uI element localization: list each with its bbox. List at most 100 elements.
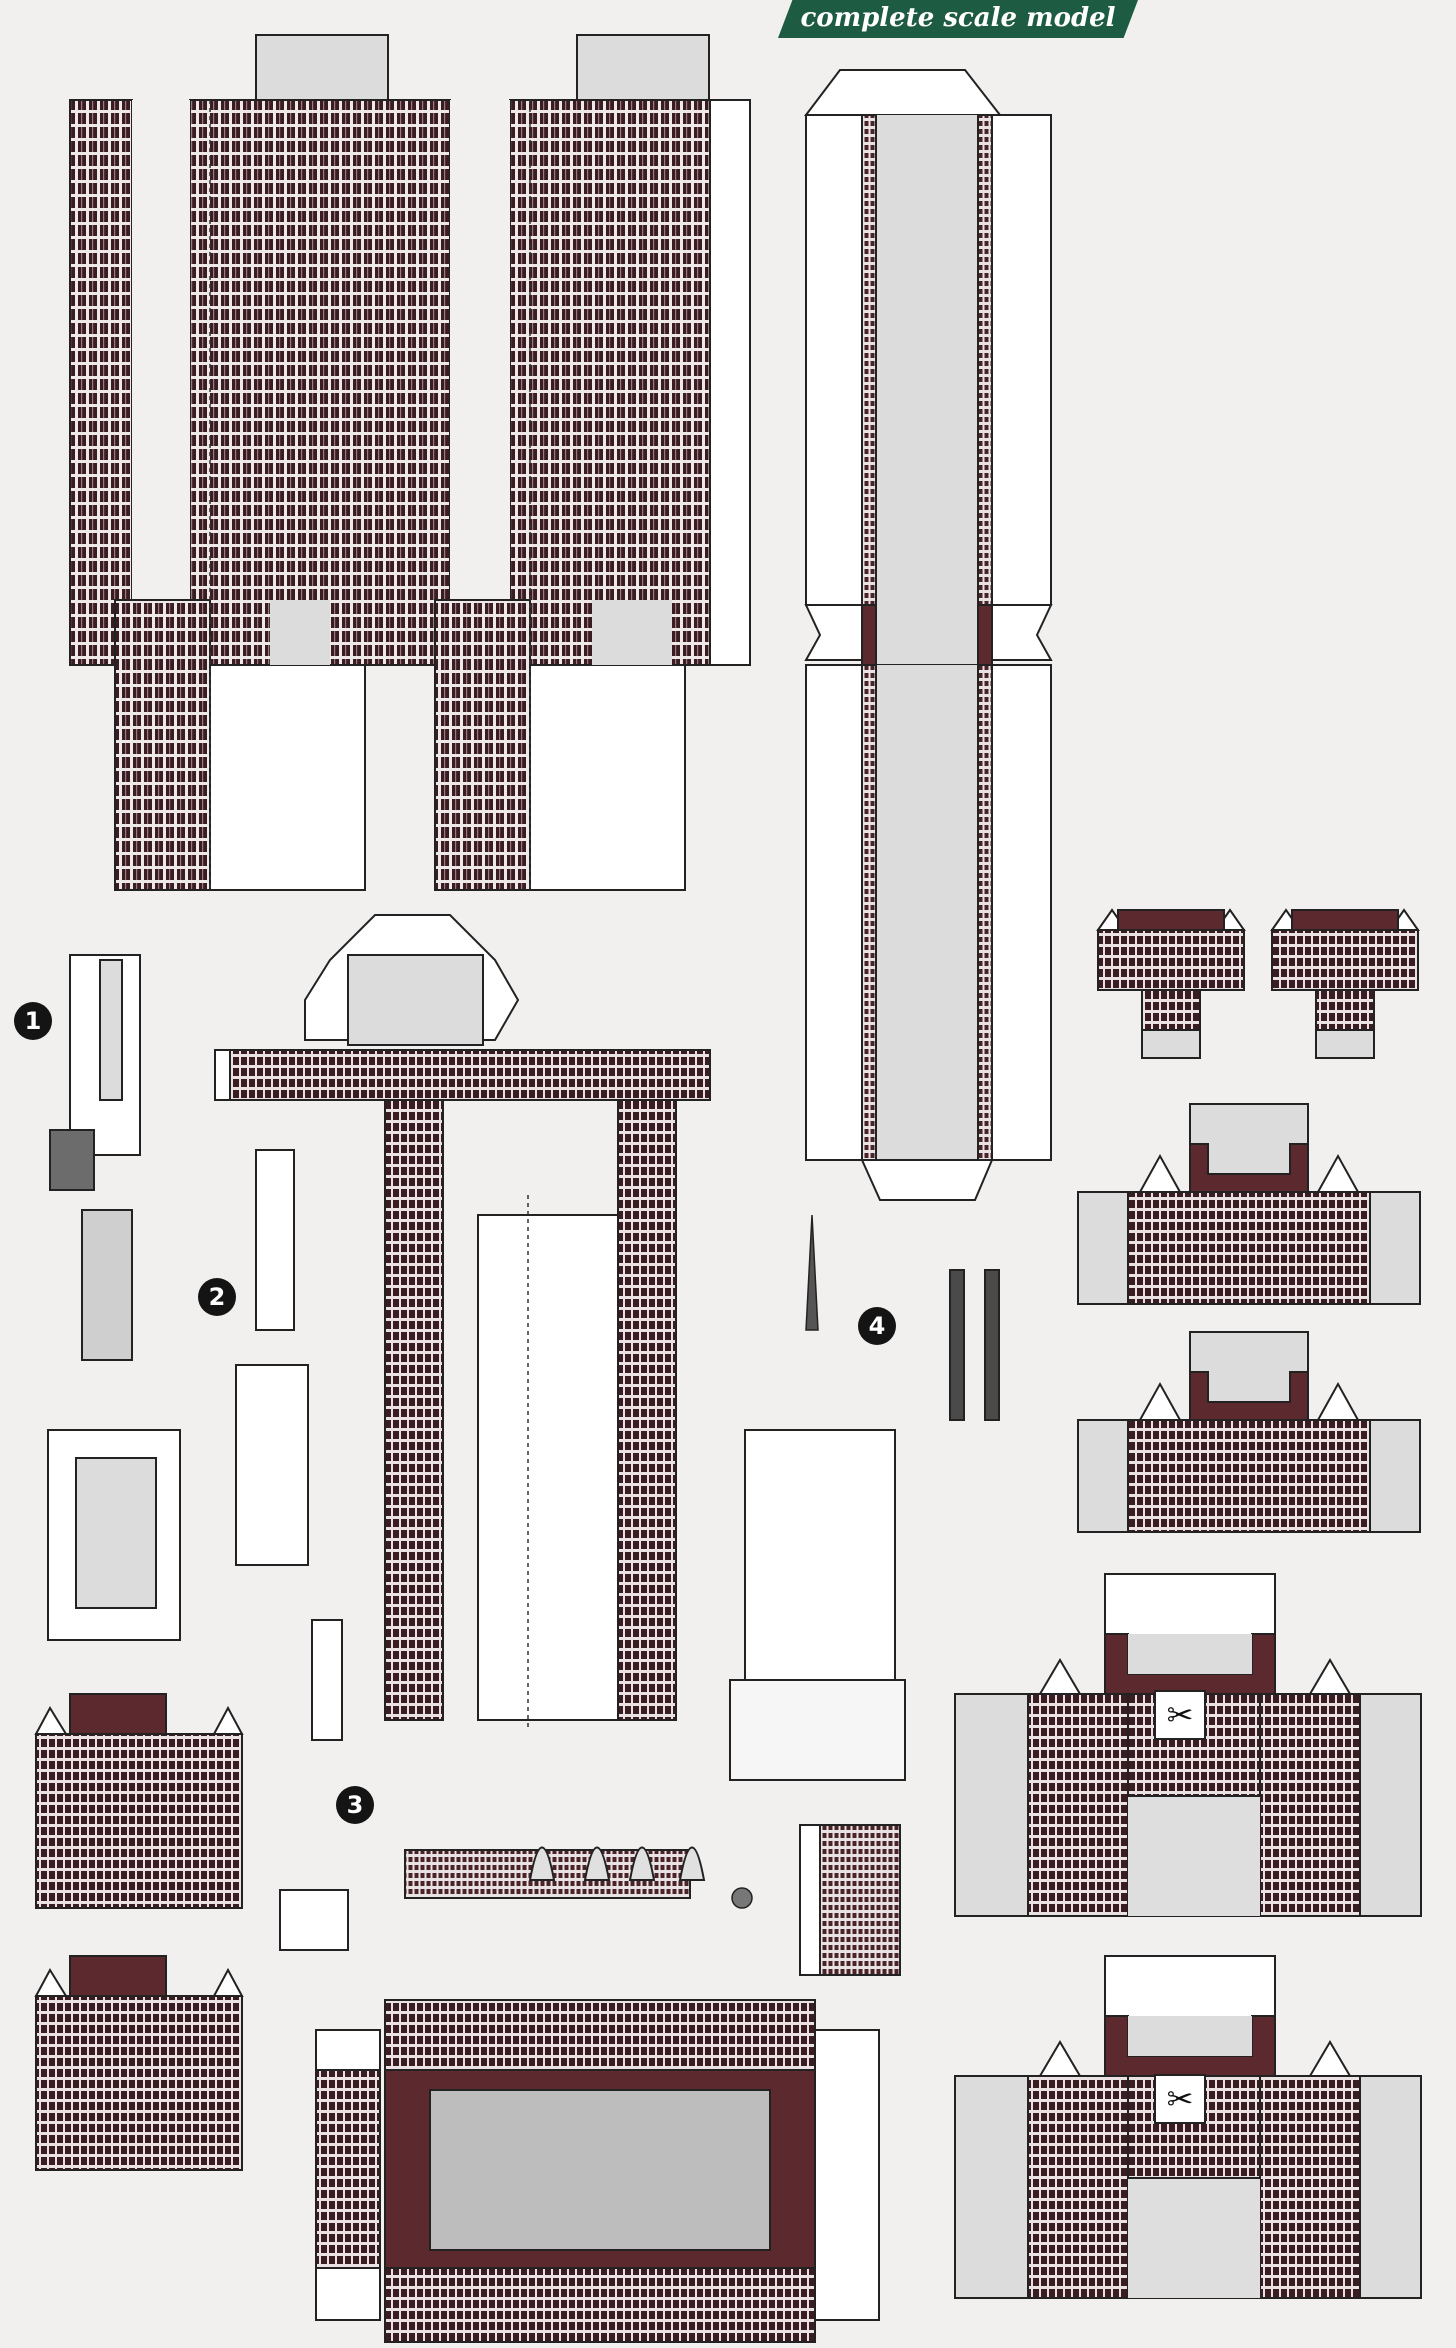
spire-edge-strip — [861, 664, 877, 1161]
small-facade — [35, 1733, 243, 1909]
spire-edge-strip — [977, 114, 993, 606]
scissors-icon: ✂ — [1154, 1690, 1206, 1740]
title-banner: complete scale model — [778, 0, 1138, 38]
large-block-center — [1128, 1796, 1260, 1916]
cutout-gap — [132, 100, 190, 600]
tower-front-panel — [509, 99, 711, 666]
large-block-facade — [1027, 2075, 1129, 2299]
frame-window — [75, 1457, 157, 1609]
right-leg-facade — [617, 1099, 677, 1721]
assembly-4-tower — [744, 1429, 896, 1691]
corner-flap — [1038, 2040, 1082, 2077]
corner-flap — [1316, 1381, 1360, 1421]
step-badge-2: 2 — [198, 1278, 236, 1316]
assembly-1-part — [49, 1129, 95, 1191]
wing-roof — [1117, 909, 1225, 933]
crown-piece — [628, 1846, 656, 1881]
notch-tab — [804, 604, 863, 661]
small-roof — [69, 1955, 167, 1997]
small-facade — [35, 1995, 243, 2171]
base-panel — [529, 664, 686, 891]
corner-flap — [212, 1967, 244, 1997]
step-badge-4: 4 — [858, 1307, 896, 1345]
crown-piece — [528, 1846, 556, 1881]
corner-flap — [1308, 2040, 1352, 2077]
spire-core-upper — [862, 115, 992, 605]
large-block-roof — [1128, 2016, 1252, 2056]
corner-flap — [1038, 1658, 1082, 1695]
wing-facade — [1271, 929, 1419, 991]
assembly-4-spire — [805, 1214, 819, 1331]
block-facade — [1127, 1191, 1371, 1305]
end-flap — [214, 1049, 231, 1101]
bottom-flap — [860, 1159, 994, 1201]
corner-flap — [1138, 1153, 1182, 1193]
crossbar-facade — [229, 1049, 711, 1101]
assembly-4-base — [729, 1679, 906, 1781]
base-back-facade — [384, 2267, 816, 2343]
antenna-piece — [984, 1269, 1000, 1421]
block-facade — [1127, 1419, 1371, 1533]
wing-base — [1315, 1029, 1375, 1059]
cutout-gap — [450, 100, 510, 600]
crown-piece — [678, 1846, 706, 1881]
joint-band — [861, 604, 877, 666]
roof-cap — [255, 34, 389, 101]
large-block-facade — [1259, 2075, 1361, 2299]
wing-facade — [1097, 929, 1245, 991]
base-roof-core — [429, 2089, 771, 2251]
large-block-facade — [1259, 1693, 1361, 1917]
round-piece — [731, 1887, 753, 1909]
large-block-center — [1128, 2178, 1260, 2298]
assembly-2-piece — [255, 1149, 295, 1331]
roof-cap — [576, 34, 710, 101]
notch-tab — [991, 604, 1053, 661]
block-frame — [1189, 1143, 1309, 1193]
block-frame — [1189, 1371, 1309, 1421]
wing-roof — [1291, 909, 1399, 933]
base-side-flap — [814, 2029, 880, 2321]
small-roof — [69, 1693, 167, 1735]
joint-band — [977, 604, 993, 666]
corner-flap — [1138, 1381, 1182, 1421]
assembly-1-part — [81, 1209, 133, 1361]
corner-flap — [212, 1705, 244, 1735]
antenna-piece — [949, 1269, 965, 1421]
tile-piece-facade — [819, 1824, 901, 1976]
step-badge-1: 1 — [14, 1002, 52, 1040]
base-panel — [209, 664, 366, 891]
crown-piece — [583, 1846, 611, 1881]
base-end-facade — [315, 2069, 381, 2269]
corner-flap — [1316, 1153, 1360, 1193]
step-badge-3: 3 — [336, 1786, 374, 1824]
tower-side-strip — [69, 99, 133, 666]
corner-flap — [34, 1705, 68, 1735]
scissors-icon: ✂ — [1154, 2074, 1206, 2124]
cap-core — [347, 954, 484, 1046]
spire-edge-strip — [861, 114, 877, 606]
roof-panel — [270, 600, 330, 665]
spire-joint — [862, 605, 992, 665]
wing-base — [1141, 1029, 1201, 1059]
corner-flap — [34, 1967, 68, 1997]
assembly-2-block — [235, 1364, 309, 1566]
assembly-3-base — [279, 1889, 349, 1951]
glue-tab — [709, 99, 751, 666]
leg-panel — [477, 1214, 619, 1721]
large-block-roof — [1128, 1634, 1252, 1674]
base-front-facade — [384, 1999, 816, 2071]
top-flap — [803, 69, 1003, 116]
corner-flap — [1308, 1658, 1352, 1695]
assembly-3-mast — [311, 1619, 343, 1741]
tower-lower-strip — [434, 599, 531, 891]
roof-panel — [592, 600, 672, 665]
tower-front-panel — [189, 99, 451, 666]
left-leg-facade — [384, 1099, 444, 1721]
spire-edge-strip — [977, 664, 993, 1161]
wing-stem — [1315, 989, 1375, 1031]
spire-core-lower — [862, 665, 992, 1160]
large-block-facade — [1027, 1693, 1129, 1917]
tower-lower-strip — [114, 599, 211, 891]
